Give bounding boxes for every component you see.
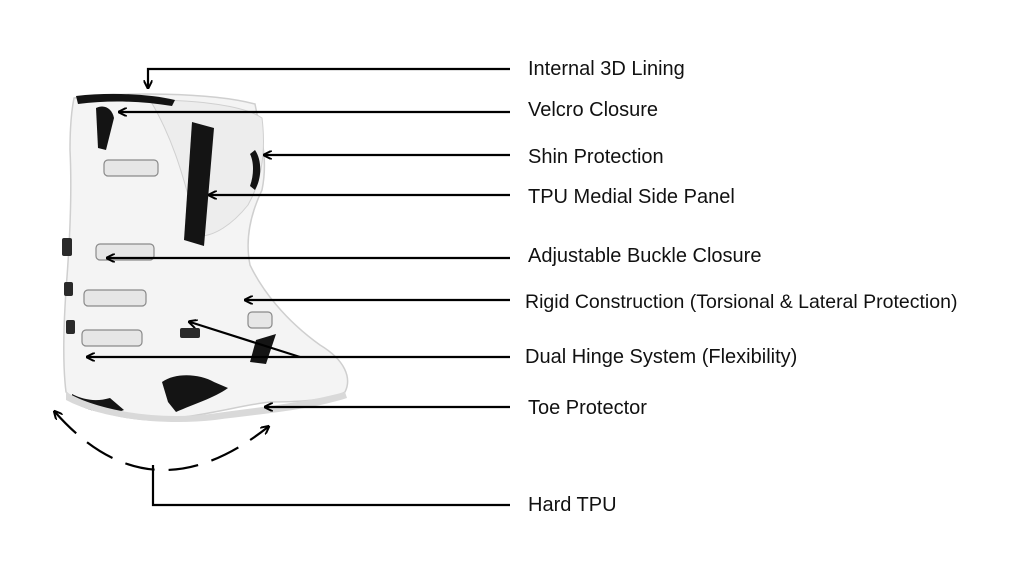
label-dual-hinge-system: Dual Hinge System (Flexibility) xyxy=(525,346,798,368)
leader-hard-tpu xyxy=(151,465,510,507)
label-internal-3d-lining: Internal 3D Lining xyxy=(528,58,685,80)
toe-graphic-black xyxy=(162,375,228,412)
label-adjustable-buckle-closure: Adjustable Buckle Closure xyxy=(528,245,762,267)
label-toe-protector: Toe Protector xyxy=(528,397,647,419)
buckle-hardware xyxy=(62,238,200,338)
shin-strap-black xyxy=(184,122,214,246)
leader-dual-hinge-diagonal xyxy=(190,322,301,359)
label-rigid-construction: Rigid Construction (Torsional & Lateral … xyxy=(525,291,958,313)
label-shin-protection: Shin Protection xyxy=(528,146,664,168)
label-tpu-medial-side-panel: TPU Medial Side Panel xyxy=(528,186,735,208)
side-stripe-black xyxy=(250,150,261,190)
label-hard-tpu: Hard TPU xyxy=(528,494,617,516)
leader-internal-3d-lining xyxy=(148,67,510,87)
leader-lines xyxy=(55,67,510,507)
collar-edge xyxy=(76,93,175,106)
label-velcro-closure: Velcro Closure xyxy=(528,99,659,121)
heel-black xyxy=(72,394,124,413)
top-strap-accent xyxy=(96,106,114,150)
